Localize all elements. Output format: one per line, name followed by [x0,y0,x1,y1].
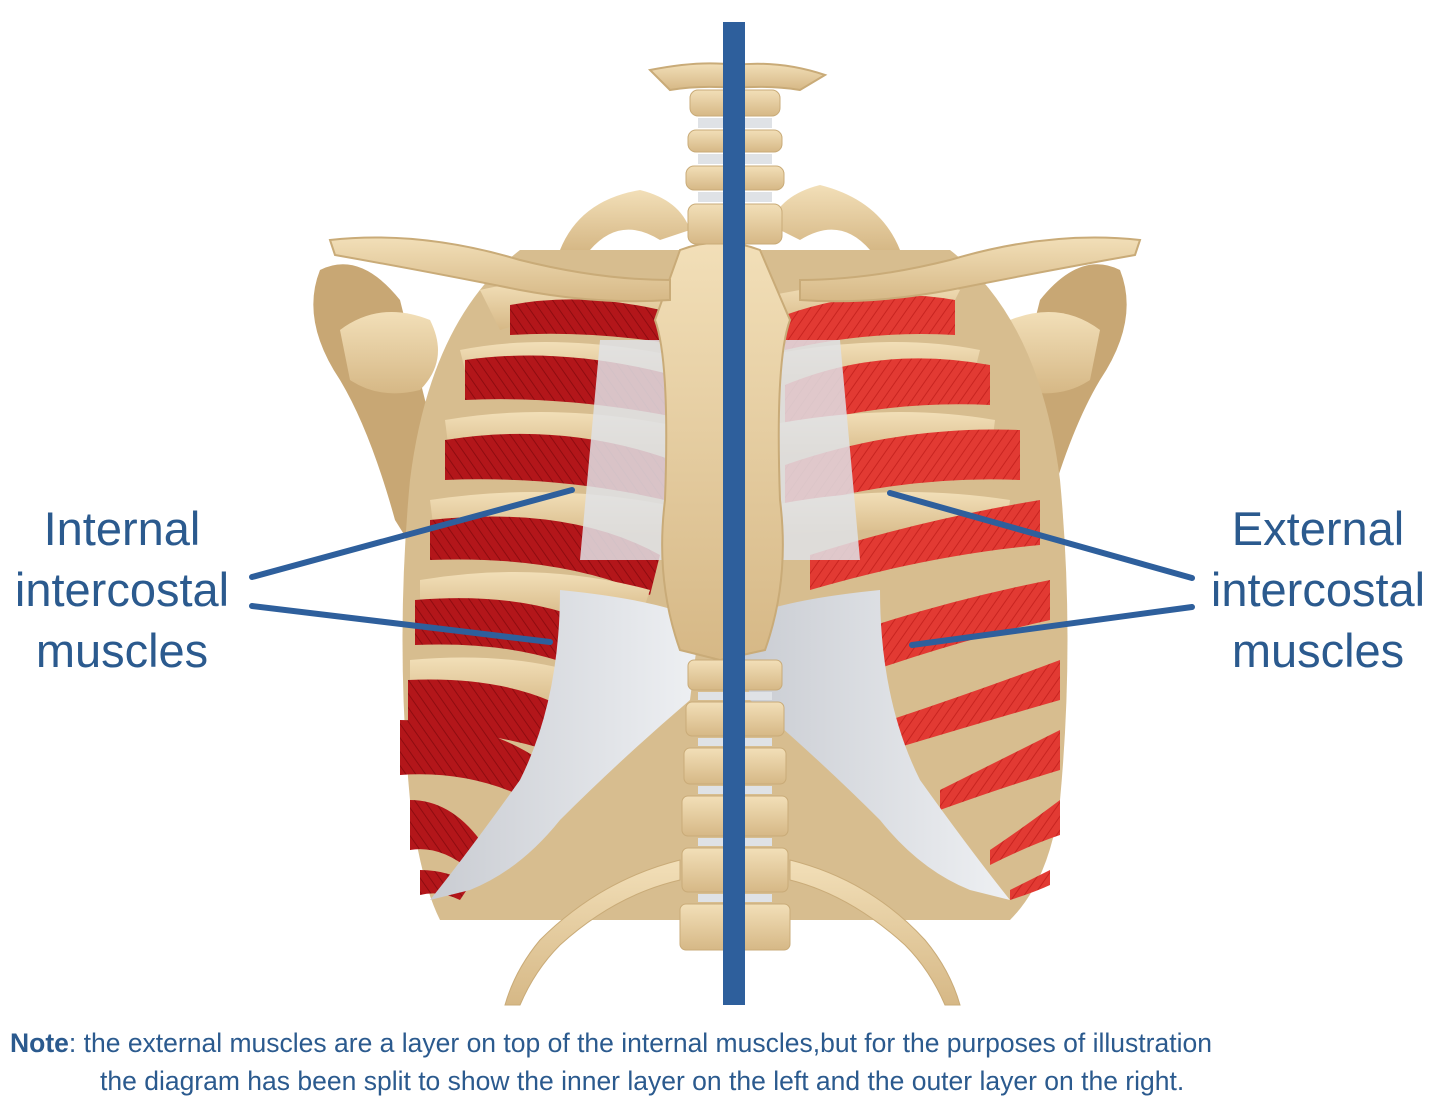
leader-external-bottom [909,604,1195,648]
internal-label-line2: intercostal [14,563,230,616]
internal-label-line1: Internal [43,502,201,555]
left-scapula [313,264,438,560]
internal-label-line3: muscles [35,624,209,677]
costal-cartilage [430,340,1010,900]
internal-intercostal-label: Internal intercostal muscles [0,498,244,681]
sternum [653,241,792,662]
external-intercostal-label: External intercostal muscles [1196,498,1440,681]
footnote-bold: Note [10,1028,69,1058]
leader-internal-bottom [249,603,553,645]
footnote-line1-text: : the external muscles are a layer on to… [68,1028,1212,1058]
external-label-line1: External [1231,502,1405,555]
external-label-line3: muscles [1231,624,1405,677]
footnote-line1: Note: the external muscles are a layer o… [10,1024,1434,1062]
divider-line [723,22,745,1005]
footnote-line2: the diagram has been split to show the i… [100,1066,1185,1096]
external-label-line2: intercostal [1210,563,1426,616]
floating-ribs [504,859,961,1006]
footnote: Note: the external muscles are a layer o… [10,1024,1434,1100]
clavicles [328,185,1142,303]
leader-lines [249,487,1195,648]
leader-external-top [887,490,1195,581]
leader-internal-top [249,487,575,580]
